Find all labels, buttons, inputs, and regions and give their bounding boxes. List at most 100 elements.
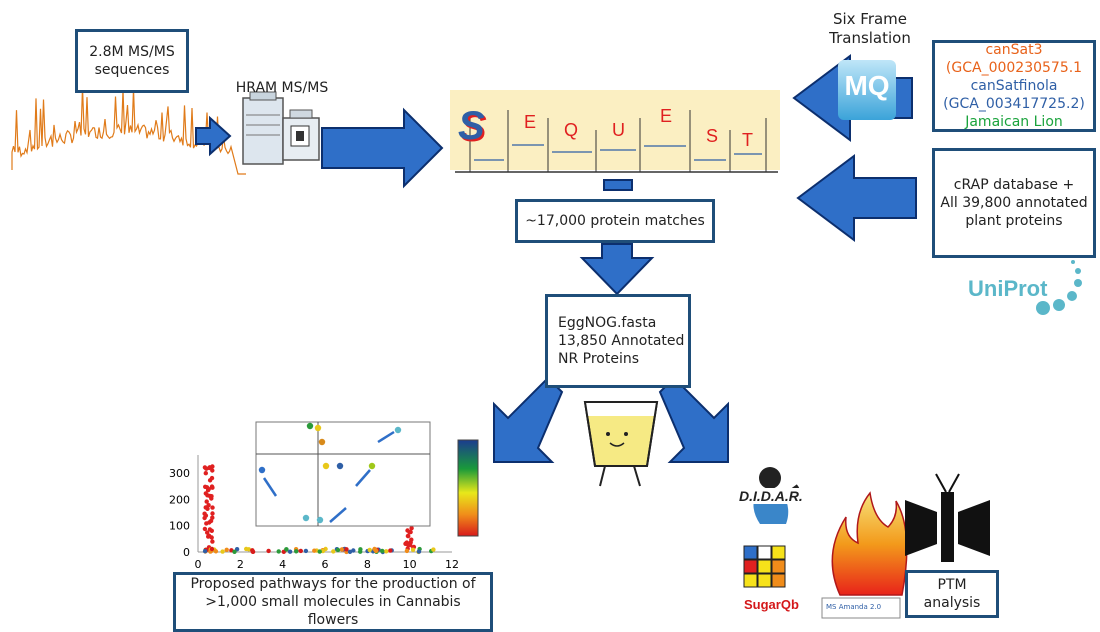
genome-entry: canSatfinola (970, 77, 1058, 94)
sequest-letter: S (706, 126, 719, 146)
sequest-letter: Q (564, 120, 579, 140)
data-point (372, 546, 377, 552)
instrument-icon (242, 91, 320, 165)
data-point (203, 491, 208, 496)
x-tick-label: 10 (403, 558, 417, 571)
y-tick-label: 100 (169, 520, 190, 533)
data-point (384, 549, 389, 554)
cube-tile (771, 559, 786, 574)
data-point (202, 511, 207, 516)
data-point (204, 466, 209, 471)
sugarqb-logo (743, 545, 786, 588)
uniprot-dots-icon (1036, 260, 1082, 315)
arrow-to-instrument (195, 115, 232, 157)
cube-tile (757, 573, 772, 588)
data-point (284, 547, 289, 552)
cup-icon (583, 401, 659, 487)
data-point (209, 546, 215, 552)
x-tick-label: 12 (445, 558, 459, 571)
mq-logo-text: MQ (844, 70, 890, 101)
arrow-eggnog-to-tools (658, 376, 729, 463)
inset-point (336, 462, 344, 470)
data-point (407, 530, 412, 535)
arrow-to-sequest (321, 107, 444, 189)
inset-point (394, 426, 402, 434)
data-point (232, 549, 237, 554)
data-point (210, 468, 215, 473)
data-point (431, 547, 436, 552)
data-point (351, 548, 356, 553)
cube-tile (743, 545, 758, 560)
sequest-letter: T (742, 130, 753, 150)
cube-tile (771, 545, 786, 560)
sequest-letter: E (660, 106, 673, 126)
inset-point (316, 516, 324, 524)
data-point (209, 484, 215, 489)
data-point (276, 549, 281, 554)
data-point (205, 530, 210, 535)
arrow-eggnog-to-pathways (493, 376, 564, 463)
sequest-letter: E (524, 112, 537, 132)
data-point (409, 526, 414, 531)
x-tick-label: 8 (364, 558, 371, 571)
y-tick-label: 300 (169, 467, 190, 480)
data-point (404, 548, 410, 554)
data-point (298, 548, 303, 554)
data-point (416, 549, 422, 554)
inset-connector (329, 507, 347, 523)
arrow-crap-to-sequest (796, 154, 917, 242)
data-point (210, 511, 215, 516)
data-point (202, 549, 208, 554)
data-point (303, 548, 309, 554)
data-point (294, 549, 299, 554)
genome-entry: Jamaican Lion (965, 114, 1063, 131)
data-point (405, 533, 411, 539)
data-point (207, 520, 212, 525)
protein-matches-box: ~17,000 protein matches (515, 199, 715, 243)
cube-tile (771, 573, 786, 588)
genome-entry: (GCA_000230575.1 (945, 59, 1083, 76)
genome-entry: canSat3 (985, 41, 1043, 58)
x-tick-label: 0 (195, 558, 202, 571)
data-point (339, 547, 344, 552)
msamanda-text: MS Amanda 2.0 (826, 603, 882, 611)
genome-entry: (GCA_003417725.2) (943, 96, 1085, 113)
cube-tile (743, 573, 758, 588)
data-point (203, 505, 208, 510)
data-point (388, 548, 393, 553)
data-point (210, 505, 215, 510)
inset-connector (377, 430, 395, 444)
data-point (210, 539, 215, 544)
y-tick-label: 0 (183, 546, 190, 559)
sequest-letter: U (612, 120, 625, 140)
data-point (358, 547, 363, 552)
crap-database-box: cRAP database + All 39,800 annotated pla… (932, 148, 1096, 258)
inset-point (314, 424, 322, 432)
data-point (209, 528, 214, 533)
pathways-box: Proposed pathways for the production of … (173, 572, 493, 632)
x-tick-label: 6 (322, 558, 329, 571)
inset-point (318, 438, 326, 446)
inset-point (368, 462, 376, 470)
data-point (220, 549, 225, 554)
eggnog-box: EggNOG.fasta 13,850 Annotated NR Protein… (545, 294, 691, 388)
data-point (287, 549, 293, 554)
data-point (380, 548, 385, 554)
data-point (246, 547, 251, 552)
x-tick-label: 2 (237, 558, 244, 571)
inset-connector (262, 477, 278, 497)
data-point (331, 549, 336, 554)
ms-spectrum (11, 86, 246, 175)
data-point (312, 548, 317, 553)
data-point (347, 549, 353, 554)
data-point (344, 547, 349, 552)
data-point (209, 496, 214, 501)
msamanda-logo (821, 491, 908, 619)
data-point (207, 465, 212, 470)
data-point (250, 548, 255, 553)
inset-point (306, 422, 314, 430)
